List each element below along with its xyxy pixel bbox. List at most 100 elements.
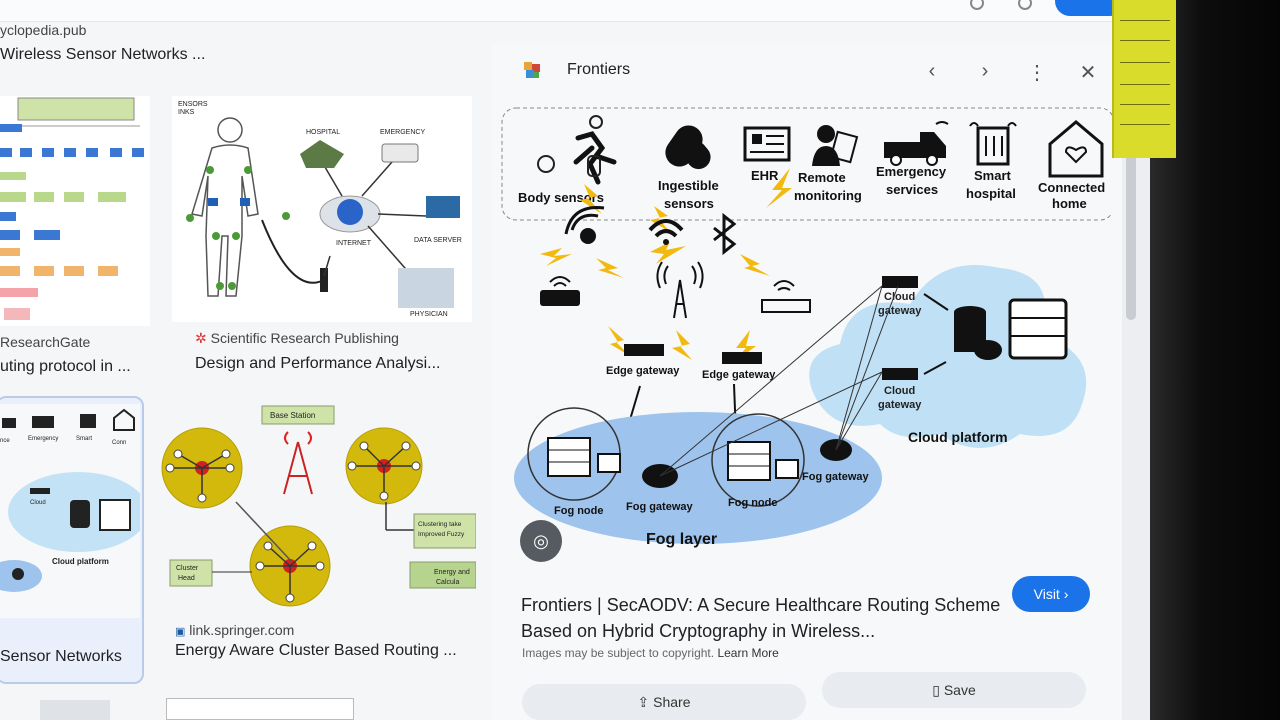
- svg-text:gateway: gateway: [878, 305, 922, 317]
- database-icon: [954, 306, 1002, 360]
- fog-node-icon: [547, 437, 621, 477]
- preview-title[interactable]: Frontiers | SecAODV: A Secure Healthcare…: [521, 595, 1001, 641]
- emergency-label: Emergency: [876, 164, 947, 179]
- smart-label: Smart: [974, 168, 1012, 183]
- zigbee-icon: [564, 206, 605, 244]
- edge-gateway-icon: [624, 344, 664, 356]
- result-source-text: Scientific Research Publishing: [210, 330, 399, 346]
- site-name[interactable]: Frontiers: [567, 61, 631, 78]
- svg-text:Emergency: Emergency: [28, 436, 58, 442]
- connected-label: Connected: [1038, 180, 1105, 195]
- result-card-1[interactable]: yclopedia.pub Wireless Sensor Networks .…: [0, 22, 205, 64]
- result-thumb-8[interactable]: [166, 698, 354, 720]
- springer-logo-icon: ▣: [175, 626, 186, 638]
- svg-text:ENSORS: ENSORS: [178, 101, 208, 108]
- result-source: ▣ link.springer.com: [175, 622, 457, 638]
- copyright-text: Images may be subject to copyright.: [522, 646, 715, 660]
- svg-text:Fog node: Fog node: [728, 497, 778, 509]
- frontiers-logo-icon: [524, 62, 540, 78]
- result-title[interactable]: Wireless Sensor Networks ...: [0, 46, 206, 63]
- fog-layer-ellipse: [514, 412, 882, 544]
- result-thumb-7[interactable]: [40, 700, 110, 720]
- remote-label: Remote: [798, 170, 846, 185]
- previous-icon[interactable]: ‹: [928, 60, 936, 82]
- remote-monitoring-icon: [812, 125, 859, 166]
- svg-text:Clustering take: Clustering take: [418, 521, 462, 528]
- home-label: home: [1052, 196, 1087, 211]
- svg-text:gateway: gateway: [878, 399, 922, 411]
- result-title[interactable]: Sensor Networks: [0, 648, 122, 665]
- result-card-6[interactable]: ▣ link.springer.com Energy Aware Cluster…: [175, 622, 457, 660]
- bluetooth-icon: [713, 212, 737, 256]
- server-rack-icon: [1008, 298, 1068, 360]
- srp-logo-icon: ✲: [195, 330, 207, 346]
- svg-text:Energy and: Energy and: [434, 569, 470, 576]
- svg-text:INKS: INKS: [178, 109, 195, 116]
- svg-text:DATA SERVER: DATA SERVER: [414, 237, 462, 244]
- apps-icon[interactable]: [970, 0, 984, 10]
- svg-text:EMERGENCY: EMERGENCY: [380, 129, 425, 136]
- svg-text:Fog gateway: Fog gateway: [626, 501, 694, 513]
- close-icon[interactable]: ✕: [1079, 62, 1097, 84]
- next-icon[interactable]: ›: [981, 60, 989, 82]
- browser-screen: yclopedia.pub Wireless Sensor Networks .…: [0, 0, 1150, 720]
- ingestible-label: Ingestible: [658, 178, 719, 193]
- access-point-icon: [761, 280, 811, 313]
- fog-layer-label: Fog layer: [646, 531, 717, 548]
- copyright-notice: Images may be subject to copyright. Lear…: [522, 646, 779, 660]
- hospital-label: hospital: [966, 186, 1016, 201]
- more-options-icon[interactable]: ⋮: [1027, 62, 1047, 84]
- share-button[interactable]: ⇪ Share: [522, 684, 806, 720]
- result-card-4[interactable]: ✲ Scientific Research Publishing Design …: [195, 330, 440, 373]
- save-button[interactable]: ▯ Save: [822, 672, 1086, 708]
- monitoring-label: monitoring: [794, 188, 862, 203]
- fog-node-icon: [727, 441, 799, 481]
- result-title[interactable]: Design and Performance Analysi...: [195, 355, 441, 372]
- svg-text:Cloud: Cloud: [884, 291, 915, 303]
- wifi-icon: [648, 219, 684, 245]
- account-icon[interactable]: [1018, 0, 1032, 10]
- svg-text:PHYSICIAN: PHYSICIAN: [410, 311, 448, 318]
- svg-text:INTERNET: INTERNET: [336, 240, 372, 247]
- ingestible-sensors-icon: [665, 125, 711, 170]
- router-icon: [540, 276, 580, 306]
- result-thumb-body-sensor[interactable]: ENSORS INKS INTERNET HOSPITAL EMERGENCY …: [172, 96, 472, 322]
- ambulance-icon: [884, 121, 949, 166]
- svg-text:Cluster: Cluster: [176, 565, 199, 572]
- result-card-5[interactable]: Sensor Networks: [0, 648, 122, 666]
- result-card-3[interactable]: ResearchGate uting protocol in ...: [0, 334, 131, 376]
- cloud-gateway-icon: [882, 368, 918, 380]
- share-icon: ⇪: [637, 694, 650, 710]
- svg-text:Head: Head: [178, 575, 195, 582]
- ehr-icon: [743, 126, 791, 162]
- signin-button[interactable]: [1055, 0, 1125, 16]
- cell-tower-icon: [656, 261, 704, 319]
- visit-button[interactable]: Visit ›: [1012, 576, 1090, 612]
- share-label: Share: [653, 694, 691, 710]
- top-bar: [0, 0, 1150, 22]
- fog-cloud-diagram[interactable]: Body sensors Ingestible sensors EHR Remo…: [500, 104, 1112, 584]
- ingestible-sensors-label: sensors: [664, 196, 714, 211]
- services-label: services: [886, 182, 938, 197]
- smart-hospital-icon: [969, 122, 1017, 166]
- svg-text:Edge gateway: Edge gateway: [606, 365, 680, 377]
- body-sensor-image: ENSORS INKS INTERNET HOSPITAL EMERGENCY …: [178, 101, 462, 318]
- ehr-label: EHR: [751, 168, 779, 183]
- result-source: ResearchGate: [0, 334, 91, 350]
- flowchart-image: [0, 97, 144, 320]
- svg-text:Base Station: Base Station: [270, 411, 315, 420]
- preview-panel: Frontiers ‹ › ⋮ ✕ Body sensors Ingestibl…: [492, 44, 1122, 720]
- google-lens-icon[interactable]: ◎: [520, 520, 562, 562]
- learn-more-link[interactable]: Learn More: [717, 646, 779, 660]
- save-label: Save: [943, 682, 976, 698]
- result-thumb-flowchart[interactable]: [0, 96, 150, 326]
- result-title[interactable]: Energy Aware Cluster Based Routing ...: [175, 642, 457, 659]
- svg-text:Improved Fuzzy: Improved Fuzzy: [418, 531, 465, 538]
- result-title[interactable]: uting protocol in ...: [0, 358, 131, 375]
- body-sensors-icon: [537, 115, 617, 185]
- scrollbar-thumb[interactable]: [1126, 150, 1136, 320]
